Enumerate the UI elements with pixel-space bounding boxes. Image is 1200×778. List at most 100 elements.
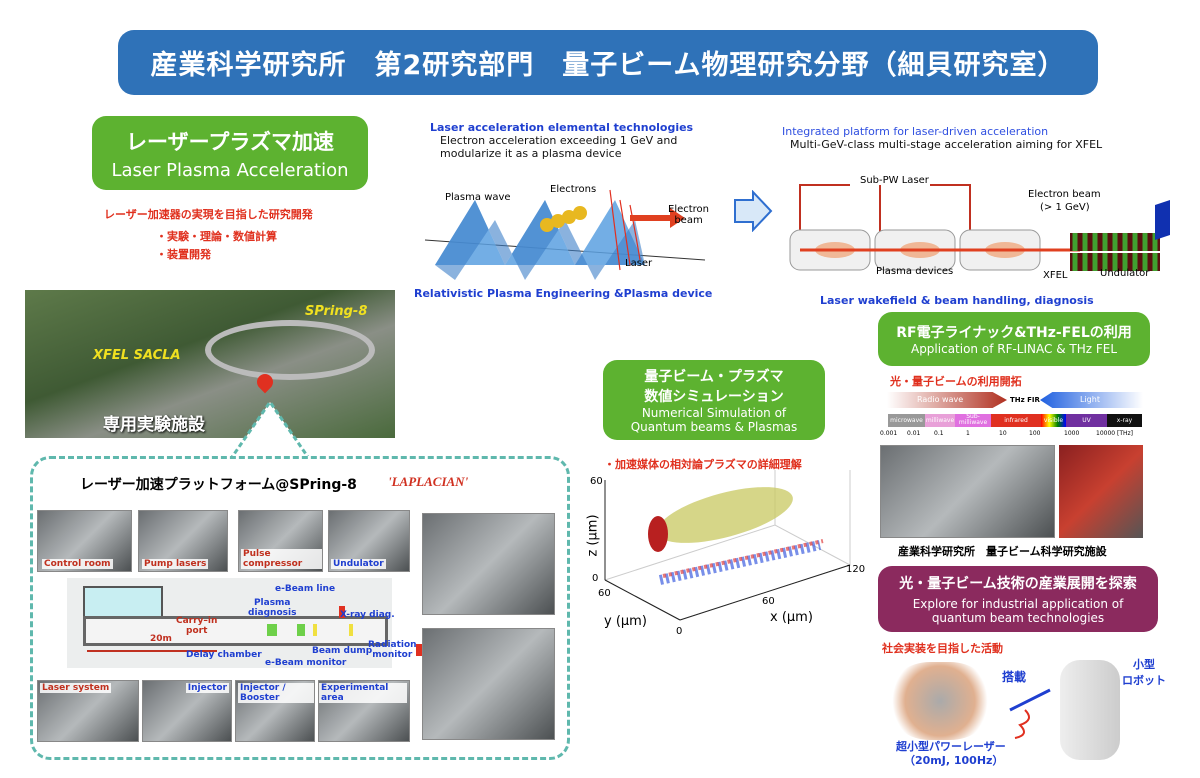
industry-title-en: quantum beam technologies xyxy=(931,611,1105,625)
page-title-banner: 産業科学研究所 第2研究部門 量子ビーム物理研究分野（細貝研究室） xyxy=(118,30,1098,95)
callout-pointer xyxy=(228,400,312,461)
photo-pump-lasers: Pump lasers xyxy=(138,510,228,572)
lpa-title-box: レーザープラズマ加速 Laser Plasma Acceleration xyxy=(92,116,368,190)
label-carry-in: Carry–in port xyxy=(176,616,218,636)
y-axis xyxy=(604,579,681,621)
aerial-photo: SPring-8 XFEL SACLA 専用実験施設 xyxy=(25,290,395,438)
rf-title-jp: RF電子ライナック&THz-FELの利用 xyxy=(896,325,1132,341)
z-tick: 60 xyxy=(590,476,603,487)
y-axis-label: y (μm) xyxy=(604,614,647,629)
industry-title-box: 光・量子ビーム技術の産業展開を探索 Explore for industrial… xyxy=(878,566,1158,632)
photo-experimental-area: Experimental area xyxy=(318,680,410,742)
elemental-desc: modularize it as a plasma device xyxy=(440,147,622,160)
elemental-desc: Electron acceleration exceeding 1 GeV an… xyxy=(440,134,678,147)
label-sub-pw-laser: Sub-PW Laser xyxy=(860,175,929,186)
photo-laser-system: Laser system xyxy=(37,680,139,742)
band-visible: visible xyxy=(1041,414,1066,427)
photo-control-room: Control room xyxy=(37,510,132,572)
lpa-bullet: ・装置開発 xyxy=(156,248,211,261)
floor-plan xyxy=(67,578,422,668)
label-beam-energy: (> 1 GeV) xyxy=(1040,202,1090,213)
photo-injector-booster: Injector / Booster xyxy=(235,680,315,742)
laplacian-name: 'LAPLACIAN' xyxy=(388,474,469,489)
label-facility: 専用実験施設 xyxy=(103,415,205,435)
light-arrow: Light xyxy=(1040,392,1143,408)
plasma-wave-diagram xyxy=(424,189,706,280)
elemental-title: Laser acceleration elemental technologie… xyxy=(430,121,694,134)
label-beam-dump: Beam dump xyxy=(312,646,373,656)
lpa-bullet: ・実験・理論・数値計算 xyxy=(156,230,277,243)
rf-subtitle: 光・量子ビームの利用開拓 xyxy=(890,375,1022,388)
page-title: 産業科学研究所 第2研究部門 量子ビーム物理研究分野（細貝研究室） xyxy=(150,50,1066,81)
photo-thz-fel xyxy=(1059,445,1143,538)
mount-arrow-icon xyxy=(1009,688,1051,739)
simulation-note: ・加速媒体の相対論プラズマの詳細理解 xyxy=(604,458,802,471)
simulation-title-jp: 数値シミュレーション xyxy=(644,389,784,405)
x-tick: 120 xyxy=(846,564,866,575)
label-xray-diag: X-ray diag. xyxy=(340,610,395,620)
photo-robot xyxy=(1060,660,1120,760)
simulation-3d-plot xyxy=(604,470,851,621)
z-axis-label: z (μm) xyxy=(585,514,601,557)
y-tick: 60 xyxy=(598,588,611,599)
lpa-title-en: Laser Plasma Acceleration xyxy=(111,159,349,181)
multistage-diagram xyxy=(789,184,1170,271)
label-laser-spec: （20mJ, 100Hz） xyxy=(904,754,1004,767)
label-spring8: SPring-8 xyxy=(305,304,368,319)
beam-head xyxy=(648,516,668,552)
laplacian-title: レーザー加速プラットフォーム@SPring-8 xyxy=(80,477,357,493)
simulation-title-jp: 量子ビーム・プラズマ xyxy=(644,369,784,385)
label-undulator: Undulator xyxy=(1100,268,1150,279)
label-delay-chamber: Delay chamber xyxy=(186,650,262,660)
particle-cloud xyxy=(657,487,793,543)
label-plasma-wave: Plasma wave xyxy=(445,192,511,203)
photo-linac xyxy=(880,445,1055,538)
photo-undulator: Undulator xyxy=(328,510,410,572)
band-milliwave: milliwave xyxy=(925,414,955,427)
platform-desc: Multi-GeV-class multi-stage acceleration… xyxy=(790,138,1103,151)
label-ebeam-monitor: e-Beam monitor xyxy=(265,658,347,668)
label-electrons: Electrons xyxy=(550,184,597,195)
simulation-title-en: Quantum beams & Plasmas xyxy=(630,420,798,434)
label-mount: 搭載 xyxy=(1002,670,1027,684)
label-xfel: XFEL xyxy=(1043,270,1068,281)
label-sacla: XFEL SACLA xyxy=(93,348,181,363)
rf-title-box: RF電子ライナック&THz-FELの利用 Application of RF-L… xyxy=(878,312,1150,366)
label-20m: 20m xyxy=(150,634,172,644)
label-compact-laser: 超小型パワーレーザー xyxy=(896,740,1006,753)
lpa-goal: レーザー加速器の実現を目指した研究開発 xyxy=(104,208,313,221)
y-tick: 0 xyxy=(676,626,683,637)
label-light: Light xyxy=(1080,395,1100,404)
platform-title: Integrated platform for laser-driven acc… xyxy=(782,125,1049,138)
label-laser: Laser xyxy=(625,258,653,269)
label-electron-beam: Electron beam xyxy=(668,204,710,226)
simulation-title-en: Numerical Simulation of xyxy=(641,406,787,420)
label-electron-beam: Electron beam xyxy=(1028,189,1101,200)
z-tick: 0 xyxy=(592,573,599,584)
x-axis-label: x (μm) xyxy=(770,610,813,625)
wake-field-stripes xyxy=(658,539,824,585)
spectrum-bar: microwave milliwave Sub-milliwave infrar… xyxy=(888,414,1142,427)
radio-wave-arrow: Radio wave xyxy=(887,392,1007,408)
band-xray: x-ray xyxy=(1107,414,1142,427)
label-plasma-devices: Plasma devices xyxy=(876,266,954,277)
label-radiation-monitor: Radiation monitor xyxy=(368,640,417,660)
x-axis xyxy=(679,564,851,621)
rf-caption: 産業科学研究所 量子ビーム科学研究施設 xyxy=(898,545,1107,558)
label-plasma-diagnosis: Plasma diagnosis xyxy=(248,598,297,618)
label-robot: 小型 ロボット xyxy=(1122,658,1166,687)
industry-title-en: Explore for industrial application of xyxy=(912,597,1124,611)
simulation-title-box: 量子ビーム・プラズマ 数値シミュレーション Numerical Simulati… xyxy=(603,360,825,440)
band-infrared: infrared xyxy=(991,414,1041,427)
lpa-title-jp: レーザープラズマ加速 xyxy=(126,129,334,154)
photo-injector: Injector xyxy=(142,680,232,742)
band-uv: UV xyxy=(1066,414,1107,427)
platform-footer: Laser wakefield & beam handling, diagnos… xyxy=(820,294,1094,307)
right-arrow-icon xyxy=(734,190,773,232)
elemental-footer: Relativistic Plasma Engineering &Plasma … xyxy=(414,287,713,300)
photo-tunnel-2 xyxy=(422,628,555,740)
band-sub-milliwave: Sub-milliwave xyxy=(955,414,991,427)
label-radio-wave: Radio wave xyxy=(917,395,964,404)
label-ebeam-line: e-Beam line xyxy=(275,584,336,594)
